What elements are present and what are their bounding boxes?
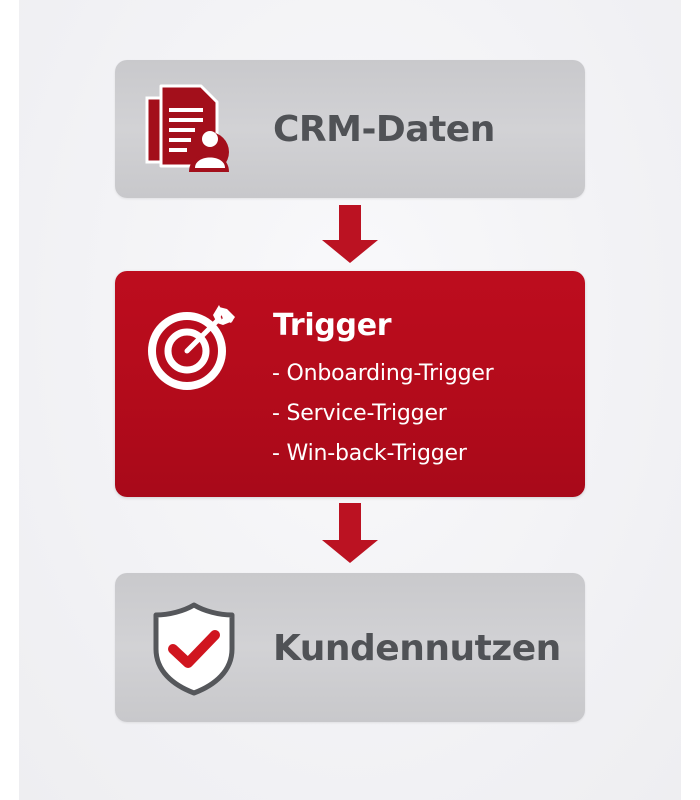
crm-data-title: CRM-Daten [273, 109, 495, 150]
customer-benefit-box: Kundennutzen [115, 573, 585, 722]
trigger-item-win-back: - Win-back-Trigger [272, 441, 467, 466]
target-dart-icon [147, 301, 239, 393]
crm-document-user-icon [143, 82, 231, 174]
trigger-box: Trigger - Onboarding-Trigger - Service-T… [115, 271, 585, 497]
trigger-list: - Onboarding-Trigger - Service-Trigger -… [272, 361, 494, 481]
trigger-item-service: - Service-Trigger [272, 401, 447, 426]
crm-data-box: CRM-Daten [115, 60, 585, 198]
arrow-down-icon [322, 503, 378, 563]
shield-check-icon [151, 601, 237, 697]
arrow-down-icon [322, 205, 378, 263]
trigger-title: Trigger [273, 308, 392, 343]
customer-benefit-title: Kundennutzen [273, 628, 561, 669]
trigger-item-onboarding: - Onboarding-Trigger [272, 361, 494, 386]
